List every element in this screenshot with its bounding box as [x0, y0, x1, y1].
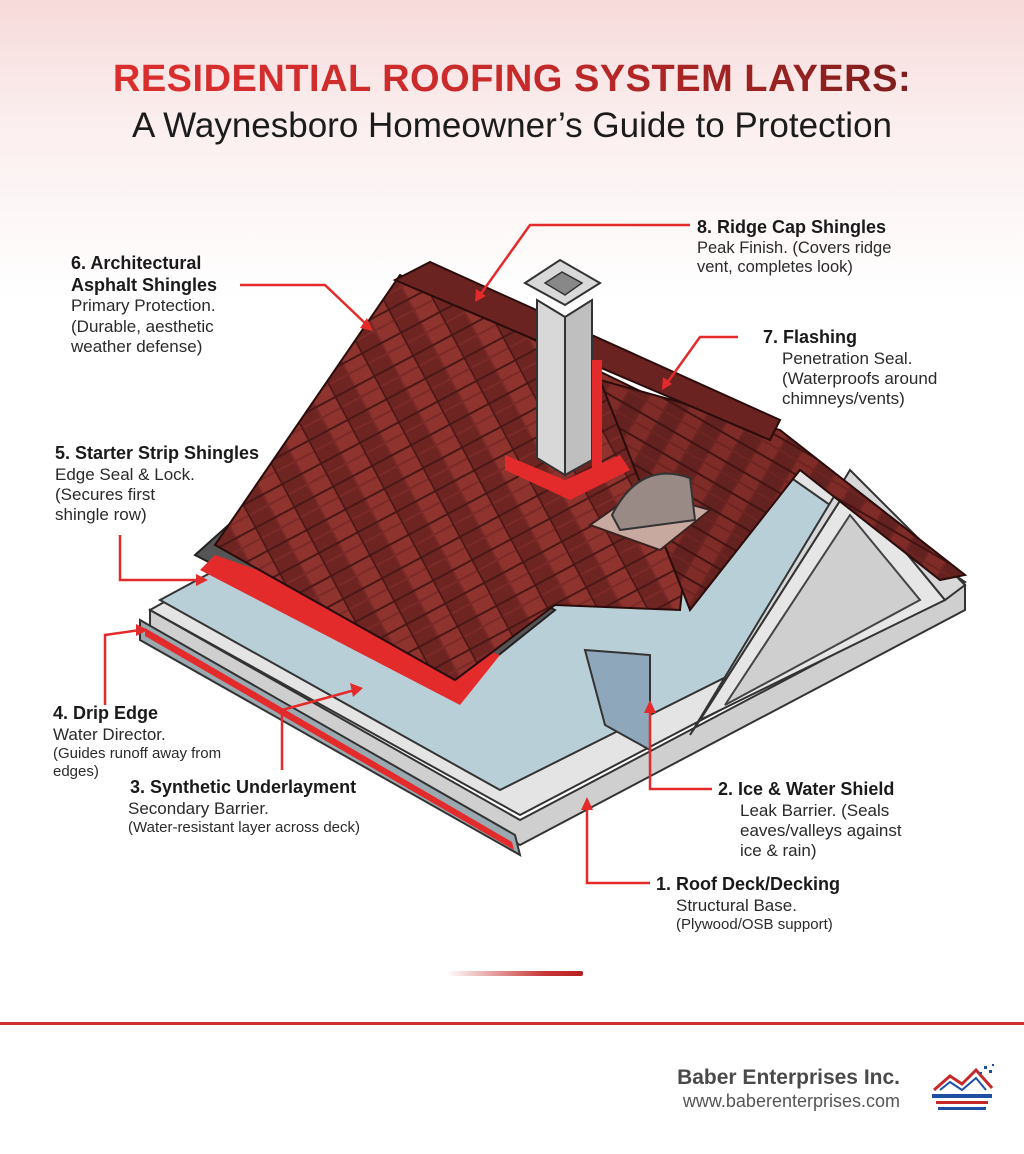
page-title: RESIDENTIAL ROOFING SYSTEM LAYERS:: [0, 58, 1024, 101]
callout-synthetic-underlayment: 3. Synthetic Underlayment Secondary Barr…: [128, 777, 360, 837]
callout-ice-water-shield: 2. Ice & Water Shield Leak Barrier. (Sea…: [718, 779, 902, 862]
callout-flashing: 7. Flashing Penetration Seal. (Waterproo…: [760, 327, 937, 410]
leader-flashing: [665, 335, 738, 384]
callout-detail: (Secures first: [55, 484, 156, 504]
callout-subtitle: Penetration Seal.: [782, 348, 913, 368]
callout-starter-strip: 5. Starter Strip Shingles Edge Seal & Lo…: [55, 443, 259, 526]
drip-edge-red: [145, 628, 514, 850]
callout-detail: eaves/valleys against: [740, 820, 902, 840]
callout-detail: (Water-resistant layer across deck): [128, 818, 361, 836]
callout-drip-edge: 4. Drip Edge Water Director. (Guides run…: [53, 703, 221, 781]
gable-inner: [724, 513, 922, 706]
callout-detail: ice & rain): [740, 841, 817, 861]
callout-subtitle: Leak Barrier. (Seals: [740, 800, 890, 820]
callout-subtitle: vent, completes look): [697, 258, 853, 277]
arrow-flashing: [662, 377, 672, 390]
callout-subtitle: Peak Finish. (Covers ridge: [697, 238, 892, 257]
callout-detail: (Durable, aesthetic: [71, 316, 214, 336]
arrow-starter-strip: [196, 574, 208, 586]
company-name: Baber Enterprises Inc.: [677, 1066, 900, 1089]
arrow-synthetic-underlayment: [350, 683, 363, 697]
callout-title: 2. Ice & Water Shield: [718, 779, 895, 799]
starter-strip-red: [200, 555, 500, 705]
callout-title: 8. Ridge Cap Shingles: [697, 217, 887, 237]
callout-detail: (Waterproofs around: [782, 368, 938, 388]
callout-subtitle: Structural Base.: [676, 895, 797, 915]
chimney-left: [536, 298, 566, 477]
footer-rule: [0, 1022, 1024, 1025]
callout-architectural-shingles: 6. Architectural Asphalt Shingles Primar…: [71, 253, 217, 357]
callout-detail: (Plywood/OSB support): [676, 915, 833, 933]
arrow-architectural-shingles: [360, 318, 373, 331]
roof-vent: [610, 472, 697, 532]
callout-detail: edges): [53, 762, 99, 780]
footer: [0, 1025, 1024, 1154]
leader-architectural-shingles: [240, 283, 368, 326]
callout-detail: shingle row): [55, 505, 147, 525]
architectural-shingles-right: [598, 378, 968, 612]
leader-arrowheads: [136, 289, 672, 810]
leader-drip-edge: [103, 628, 141, 705]
arrow-roof-deck: [581, 797, 593, 810]
leader-ice-water-shield: [648, 708, 712, 791]
leader-lines: [103, 223, 738, 885]
page-subtitle: A Waynesboro Homeowner’s Guide to Protec…: [131, 106, 893, 145]
flashing-side: [592, 360, 602, 470]
callout-subtitle: Water Director.: [53, 724, 166, 744]
callout-subtitle: Edge Seal & Lock.: [55, 464, 195, 484]
callout-title: 3. Synthetic Underlayment: [130, 777, 357, 797]
callout-detail: chimneys/vents): [782, 389, 905, 409]
callout-title: 6. Architectural: [71, 253, 202, 273]
chimney-right: [564, 298, 593, 477]
callout-subtitle: Primary Protection.: [71, 296, 216, 316]
callout-title: 7. Flashing: [763, 327, 858, 347]
callout-detail: weather defense): [71, 336, 203, 356]
leader-roof-deck: [585, 805, 650, 885]
leader-synthetic-underlayment: [280, 688, 356, 770]
chimney-opening: [543, 271, 584, 296]
callout-title: 5. Starter Strip Shingles: [55, 443, 260, 463]
leader-ridge-cap: [478, 223, 690, 296]
callout-title: 4. Drip Edge: [53, 703, 159, 723]
callout-title: 1. Roof Deck/Decking: [656, 874, 841, 894]
arrow-ridge-cap: [475, 289, 486, 302]
callout-title: Asphalt Shingles: [71, 274, 218, 295]
callout-detail: (Guides runoff away from: [53, 744, 222, 762]
callout-roof-deck: 1. Roof Deck/Decking Structural Base. (P…: [656, 874, 840, 934]
company-logo-icon: [932, 1064, 994, 1110]
callout-subtitle: Secondary Barrier.: [128, 798, 269, 818]
arrow-ice-water-shield: [644, 700, 656, 713]
company-url[interactable]: www.baberenterprises.com: [682, 1091, 900, 1111]
leader-starter-strip: [118, 535, 200, 582]
callout-ridge-cap: 8. Ridge Cap Shingles Peak Finish. (Cove…: [697, 217, 891, 278]
divider-accent: [447, 971, 583, 976]
arrow-drip-edge: [136, 624, 148, 636]
